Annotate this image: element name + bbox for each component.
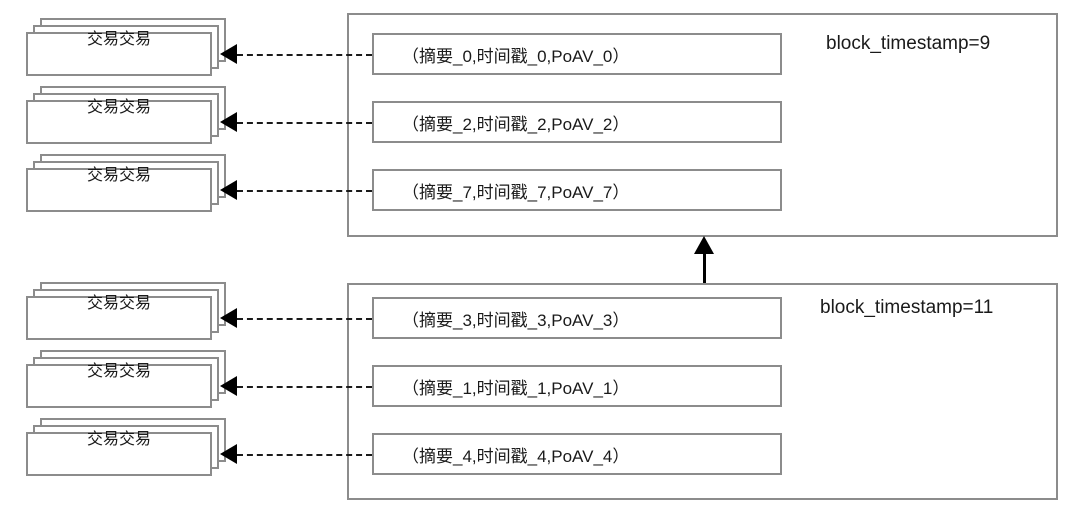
tx-stack-3[interactable]: 交易交易 <box>26 282 226 340</box>
tx-stack-1[interactable]: 交易交易 <box>26 86 226 144</box>
tx-stack-label: 交易交易 <box>86 431 151 448</box>
block-lower-timestamp-label: block_timestamp=11 <box>820 297 994 318</box>
block-lower-entry-2[interactable]: （摘要_4,时间戳_4,PoAV_4） <box>372 433 782 475</box>
tx-connector-arrow-3 <box>220 308 237 328</box>
tx-connector-line-0 <box>237 54 372 56</box>
block-upper-entry-2[interactable]: （摘要_7,时间戳_7,PoAV_7） <box>372 169 782 211</box>
tx-connector-arrow-1 <box>220 112 237 132</box>
tx-connector-arrow-0 <box>220 44 237 64</box>
tx-stack-label: 交易交易 <box>86 363 151 380</box>
tx-connector-line-3 <box>237 318 372 320</box>
tx-connector-line-5 <box>237 454 372 456</box>
block-lower-entry-0[interactable]: （摘要_3,时间戳_3,PoAV_3） <box>372 297 782 339</box>
tx-connector-arrow-5 <box>220 444 237 464</box>
tx-card-front <box>26 296 212 340</box>
tx-stack-label: 交易交易 <box>86 167 151 184</box>
tx-connector-line-4 <box>237 386 372 388</box>
tx-stack-4[interactable]: 交易交易 <box>26 350 226 408</box>
tx-connector-arrow-2 <box>220 180 237 200</box>
tx-stack-5[interactable]: 交易交易 <box>26 418 226 476</box>
tx-connector-arrow-4 <box>220 376 237 396</box>
block-link-arrow-head <box>694 236 714 254</box>
tx-stack-label: 交易交易 <box>86 99 151 116</box>
tx-card-front <box>26 432 212 476</box>
block-upper-entry-0[interactable]: （摘要_0,时间戳_0,PoAV_0） <box>372 33 782 75</box>
tx-card-front <box>26 100 212 144</box>
block-upper-timestamp-label: block_timestamp=9 <box>826 33 991 54</box>
block-upper-entry-1[interactable]: （摘要_2,时间戳_2,PoAV_2） <box>372 101 782 143</box>
tx-card-front <box>26 32 212 76</box>
tx-stack-0[interactable]: 交易交易 <box>26 18 226 76</box>
tx-stack-label: 交易交易 <box>86 295 151 312</box>
tx-card-front <box>26 168 212 212</box>
block-lower-entry-1[interactable]: （摘要_1,时间戳_1,PoAV_1） <box>372 365 782 407</box>
block-link-arrow-shaft <box>703 252 706 283</box>
tx-card-front <box>26 364 212 408</box>
tx-connector-line-1 <box>237 122 372 124</box>
tx-connector-line-2 <box>237 190 372 192</box>
tx-stack-label: 交易交易 <box>86 31 151 48</box>
tx-stack-2[interactable]: 交易交易 <box>26 154 226 212</box>
